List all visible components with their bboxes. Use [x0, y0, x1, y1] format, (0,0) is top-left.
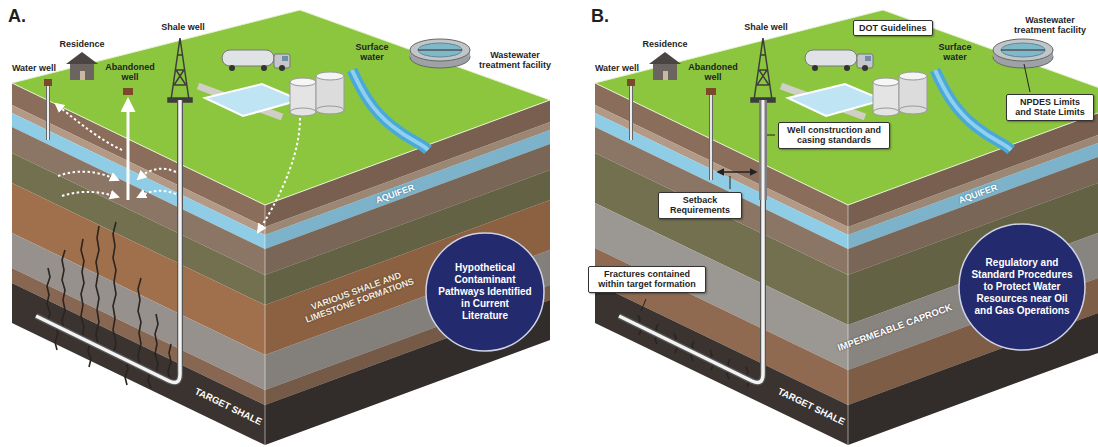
surface-features	[595, 10, 1098, 205]
part-label: Residence	[642, 39, 687, 49]
fractures	[47, 222, 171, 388]
well-casing	[759, 100, 767, 200]
fracture	[155, 314, 158, 374]
part-label: Abandoned well	[101, 62, 159, 83]
abandoned-well-pathway	[127, 100, 130, 200]
pathway-arrow	[56, 104, 122, 150]
part-label: Wastewater treatment facility	[1006, 15, 1094, 36]
part-label: Shale well	[161, 22, 205, 32]
circle-text-group: Hypothetical Contaminant Pathways Identi…	[437, 262, 533, 322]
fracture	[81, 239, 84, 338]
callout-box: NPDES Limits and State Limits	[1006, 94, 1094, 121]
part-label: Wastewater treatment facility	[471, 50, 559, 71]
fracture	[47, 268, 50, 322]
fracture	[125, 361, 128, 385]
fracture	[113, 222, 116, 354]
pathway-arrow	[58, 172, 118, 180]
layer-label: VARIOUS SHALE AND LIMESTONE FORMATIONS	[296, 265, 420, 327]
leader-line	[1024, 64, 1030, 92]
box-text: DOT Guidelines	[859, 23, 927, 33]
part-label: Water well	[595, 63, 639, 73]
box-text: Fractures contained within target format…	[594, 269, 700, 290]
pathway-arrow	[138, 191, 176, 197]
part-label: Surface water	[349, 42, 395, 63]
topic-circle: Regulatory and Standard Procedures to Pr…	[958, 223, 1086, 351]
layer-label: AQUIFER	[957, 182, 999, 206]
part-label: Surface water	[932, 42, 978, 63]
box-text: Setback Requirements	[664, 195, 736, 216]
contaminant-pathways	[56, 104, 300, 232]
shale-well-bore	[619, 100, 763, 382]
fracture	[138, 278, 141, 366]
circle-shape	[959, 224, 1085, 350]
pathway-arrow	[62, 192, 118, 197]
layer-label: AQUIFER	[374, 182, 416, 206]
shale-well-bore	[36, 100, 180, 382]
fracture	[96, 226, 99, 346]
fracture	[168, 344, 171, 380]
layer-label: IMPERMEABLE CAPROCK	[836, 302, 953, 354]
panel-letter: B.	[591, 6, 609, 27]
part-label: Water well	[12, 63, 56, 73]
topic-circle: Hypothetical Contaminant Pathways Identi…	[425, 232, 545, 352]
leader-line	[767, 135, 775, 136]
box-text: NPDES Limits and State Limits	[1012, 97, 1088, 118]
abandoned-well-pipe	[710, 95, 712, 180]
abandoned-well-outline	[709, 95, 713, 180]
surface-features	[12, 10, 550, 205]
circle-shape	[426, 233, 544, 351]
leader-line	[641, 299, 646, 311]
fracture	[88, 343, 91, 367]
well-bore	[762, 100, 765, 200]
callout-box: Well construction and casing standards	[778, 122, 890, 149]
leader-line	[730, 176, 731, 189]
circle-text: Hypothetical Contaminant Pathways Identi…	[437, 262, 533, 322]
callout-box: DOT Guidelines	[853, 20, 933, 36]
panel-letter: A.	[8, 6, 26, 27]
callout-box: Setback Requirements	[658, 192, 742, 219]
circle-text: Regulatory and Standard Procedures to Pr…	[969, 257, 1075, 317]
pathway-arrow	[138, 169, 176, 179]
part-label: Residence	[59, 39, 104, 49]
pathway-arrow	[258, 118, 300, 232]
circle-text-group: Regulatory and Standard Procedures to Pr…	[969, 257, 1075, 317]
block-edge	[265, 205, 266, 445]
box-text: Well construction and casing standards	[784, 125, 884, 146]
part-label: Shale well	[744, 22, 788, 32]
layer-label: TARGET SHALE	[193, 386, 264, 428]
layer-label: TARGET SHALE	[776, 386, 847, 428]
fracture	[62, 250, 65, 330]
setback-arrow	[718, 171, 756, 172]
part-label: Abandoned well	[684, 62, 742, 83]
block-edge	[848, 205, 849, 445]
callout-box: Fractures contained within target format…	[588, 266, 706, 293]
